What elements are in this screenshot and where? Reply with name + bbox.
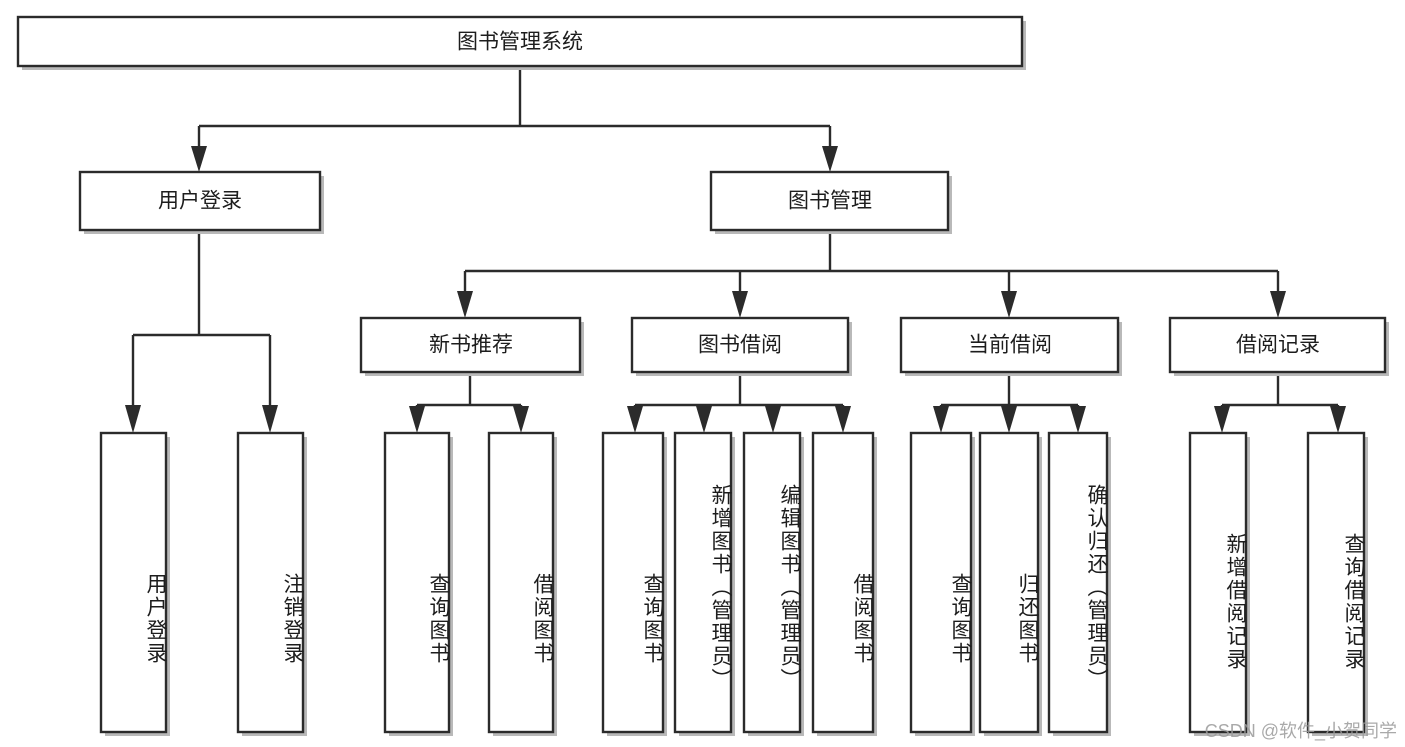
leaf-book-borrow-2-box[interactable] [673,431,733,734]
arrow-borrow-record-leaf-2 [1330,406,1346,433]
leaf-current-borrow-2-box[interactable] [978,431,1040,734]
arrow-user-login-leaf-1 [125,405,141,433]
arrow-user-login-leaf-2 [262,405,278,433]
book-mgmt-node-box[interactable] [709,170,950,232]
user-login-node-label: 用户登录 [158,190,242,213]
leaf-borrow-record-1-box[interactable] [1188,431,1248,734]
arrow-book-borrow-leaf-3 [765,406,781,433]
user-login-node-box[interactable] [78,170,322,232]
new-book-node-label: 新书推荐 [429,334,513,357]
current-borrow-node-label: 当前借阅 [968,334,1052,357]
leaf-borrow-record-2-box[interactable] [1306,431,1366,734]
arrow-book-borrow-leaf-1 [627,406,643,433]
leaf-user-login-2-box[interactable] [236,431,305,734]
arrow-book-mgmt-child-1 [457,291,473,318]
arrow-root-to-user-login [191,146,207,172]
arrow-book-mgmt-child-4 [1270,291,1286,318]
borrow-record-node-box[interactable] [1168,316,1387,374]
current-borrow-node-box[interactable] [899,316,1120,374]
book-borrow-node-label: 图书借阅 [698,334,782,357]
book-mgmt-node-label: 图书管理 [788,190,872,213]
leaf-book-borrow-3-box[interactable] [742,431,802,734]
leaf-book-borrow-4-box[interactable] [811,431,875,734]
arrow-current-borrow-leaf-2 [1001,406,1017,433]
root-node-label: 图书管理系统 [457,31,583,54]
leaf-new-book-2-box[interactable] [487,431,555,734]
arrow-book-mgmt-child-3 [1001,291,1017,318]
arrow-current-borrow-leaf-3 [1070,406,1086,433]
borrow-record-node-label: 借阅记录 [1236,334,1320,357]
csdn-watermark: CSDN @软件_小贺同学 [1204,721,1397,741]
arrow-borrow-record-leaf-1 [1214,406,1230,433]
nodes-group: 图书管理系统 用户登录 图书管理 新书推荐 图书借阅 当前借阅 借阅记录 [16,15,1389,736]
leaf-book-borrow-1-box[interactable] [601,431,665,734]
arrow-new-book-leaf-2 [513,406,529,433]
new-book-node-box[interactable] [359,316,582,374]
leaf-new-book-1-box[interactable] [383,431,451,734]
arrow-book-borrow-leaf-2 [696,406,712,433]
root-node-box[interactable] [16,15,1024,68]
arrow-book-mgmt-child-2 [732,291,748,318]
arrow-new-book-leaf-1 [409,406,425,433]
book-borrow-node-box[interactable] [630,316,850,374]
arrow-current-borrow-leaf-1 [933,406,949,433]
arrow-book-borrow-leaf-4 [835,406,851,433]
leaf-current-borrow-1-box[interactable] [909,431,973,734]
arrow-root-to-book-mgmt [822,146,838,172]
leaf-user-login-1-box[interactable] [99,431,168,734]
leaf-current-borrow-3-box[interactable] [1047,431,1109,734]
connectors-group [125,67,1346,433]
